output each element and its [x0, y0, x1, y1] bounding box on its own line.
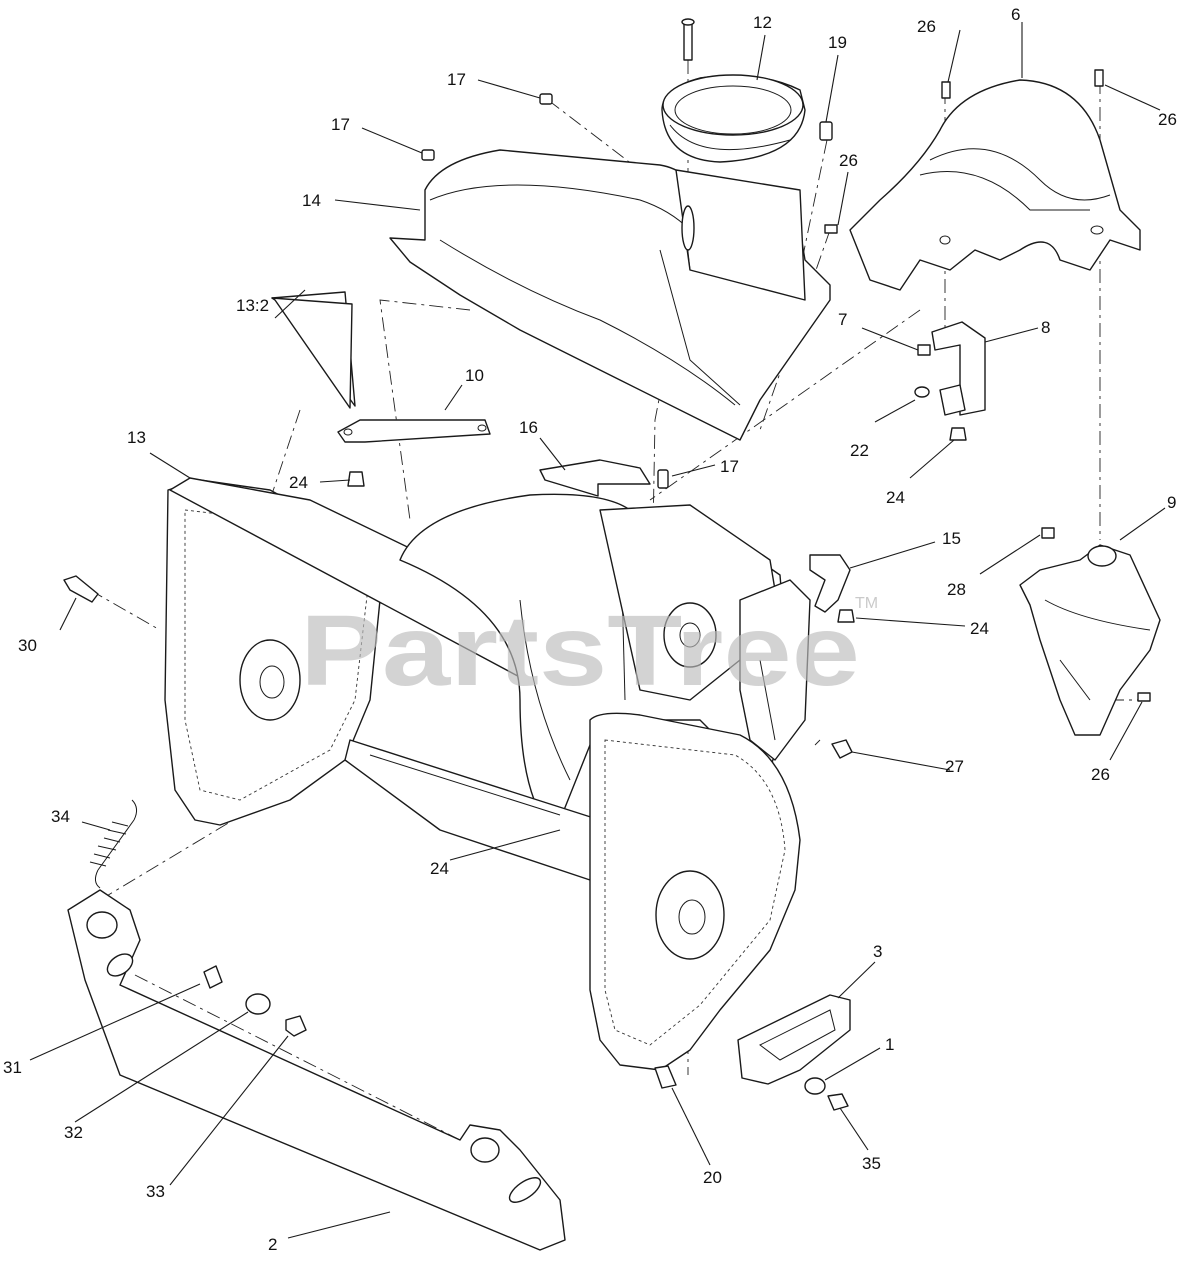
watermark-text: PartsTree: [300, 595, 860, 707]
part-31-spacer: [203, 965, 223, 989]
part-28-clip: [1041, 527, 1055, 539]
callout-9: 9: [1167, 493, 1176, 512]
callout-32: 32: [64, 1123, 83, 1142]
part-8-bracket: [931, 321, 986, 416]
part-2-scraper-bar: [67, 889, 566, 1251]
part-34-spring: [89, 799, 138, 889]
callout-24-a: 24: [289, 473, 308, 492]
callout-35: 35: [862, 1154, 881, 1173]
callout-33: 33: [146, 1182, 165, 1201]
leader-lines: [29, 22, 1166, 1239]
callout-16: 16: [519, 418, 538, 437]
callout-14: 14: [302, 191, 321, 210]
callout-24-b: 24: [886, 488, 905, 507]
callout-6: 6: [1011, 5, 1020, 24]
part-6-top-cover: [849, 79, 1141, 291]
callout-22: 22: [850, 441, 869, 460]
part-16-handle: [539, 459, 651, 497]
callout-17-a: 17: [447, 70, 466, 89]
callout-28: 28: [947, 580, 966, 599]
part-32-bushing: [245, 993, 271, 1015]
callout-27: 27: [945, 757, 964, 776]
callout-3: 3: [873, 942, 882, 961]
callout-13: 13: [127, 428, 146, 447]
callout-17-b: 17: [331, 115, 350, 134]
callout-24-c: 24: [970, 619, 989, 638]
callout-26-c: 26: [839, 151, 858, 170]
part-7-nut: [917, 344, 931, 356]
part-15-bracket: [809, 554, 851, 613]
callout-34: 34: [51, 807, 70, 826]
part-13-auger-housing: [164, 477, 811, 1071]
callout-2: 2: [268, 1235, 277, 1254]
callout-13-2: 13:2: [236, 296, 269, 315]
callout-12: 12: [753, 13, 772, 32]
callout-17-c: 17: [720, 457, 739, 476]
part-10-strap: [337, 419, 491, 443]
callout-26-a: 26: [917, 17, 936, 36]
callout-26-d: 26: [1091, 765, 1110, 784]
callout-31: 31: [3, 1058, 22, 1077]
callout-30: 30: [18, 636, 37, 655]
part-13-2-pad: [271, 291, 356, 409]
part-12-chute-ring: [661, 74, 806, 163]
part-35-nut: [827, 1093, 849, 1111]
callout-24-d: 24: [430, 859, 449, 878]
callout-26-b: 26: [1158, 110, 1177, 129]
callout-19: 19: [828, 33, 847, 52]
part-9-deflector: [1019, 544, 1161, 736]
watermark: PartsTree TM: [300, 595, 878, 707]
callout-15: 15: [942, 529, 961, 548]
part-22-washer: [914, 386, 930, 398]
callout-8: 8: [1041, 318, 1050, 337]
callout-labels: 1 2 3 6 7 8 9 10 12 13 13:2 14 15 16 17 …: [3, 5, 1177, 1254]
bolt-top-chute: [681, 18, 695, 61]
callout-10: 10: [465, 366, 484, 385]
part-1-washer: [804, 1077, 826, 1095]
callout-1: 1: [885, 1035, 894, 1054]
part-33-nut: [285, 1015, 307, 1037]
part-3-skid-shoe: [737, 994, 851, 1085]
watermark-trademark: TM: [855, 595, 878, 612]
part-14-chute-housing: [389, 149, 831, 441]
callout-20: 20: [703, 1168, 722, 1187]
screws-26-top: [824, 69, 1151, 702]
callout-7: 7: [838, 310, 847, 329]
